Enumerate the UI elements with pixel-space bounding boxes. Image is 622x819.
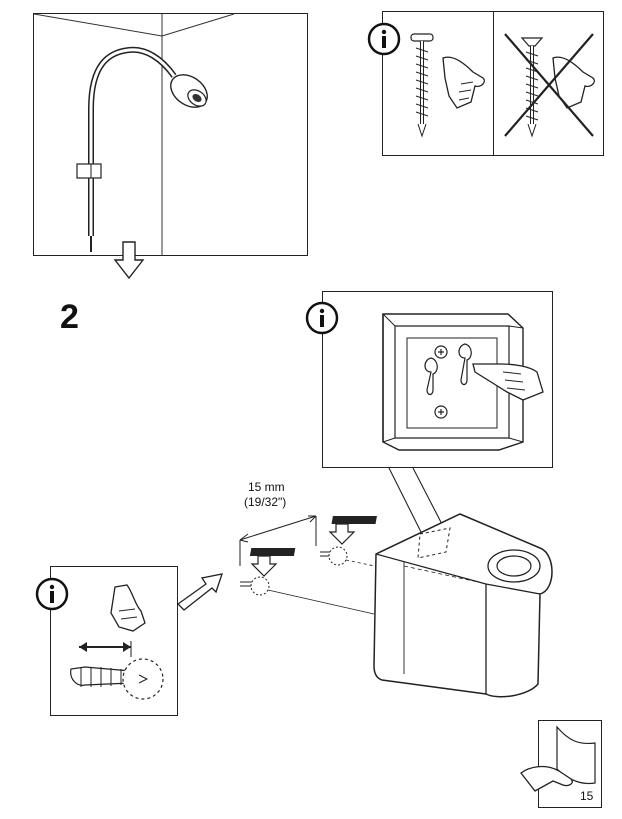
info-icon xyxy=(35,577,69,611)
down-arrow-icon xyxy=(113,241,145,280)
info-icon xyxy=(305,301,339,335)
screw-depth-illustration xyxy=(70,584,164,700)
lamp-overview-panel xyxy=(33,13,308,256)
page-turn-icon xyxy=(520,725,596,792)
bracket-detail-panel xyxy=(322,291,553,468)
step-number: 2 xyxy=(60,298,79,336)
bracket-back-illustration xyxy=(382,313,544,451)
screw-type-panel xyxy=(382,11,604,156)
page-number: 15 xyxy=(580,789,594,803)
pointer-arrow xyxy=(176,573,223,611)
measurement-guide xyxy=(239,515,317,566)
page-turn-panel xyxy=(520,720,602,808)
callout-pointer xyxy=(388,467,446,541)
measurement-metric: 15 mm xyxy=(248,480,285,494)
screw-divider xyxy=(493,12,494,155)
lamp-base-illustration xyxy=(373,513,553,698)
measurement-imperial: (19/32") xyxy=(244,495,287,509)
screw-placement-illustration xyxy=(240,516,385,615)
info-icon xyxy=(367,22,401,56)
screw-depth-panel xyxy=(50,566,178,716)
screw-comparison-illustration xyxy=(410,33,595,138)
lamp-corner-illustration xyxy=(33,13,235,256)
